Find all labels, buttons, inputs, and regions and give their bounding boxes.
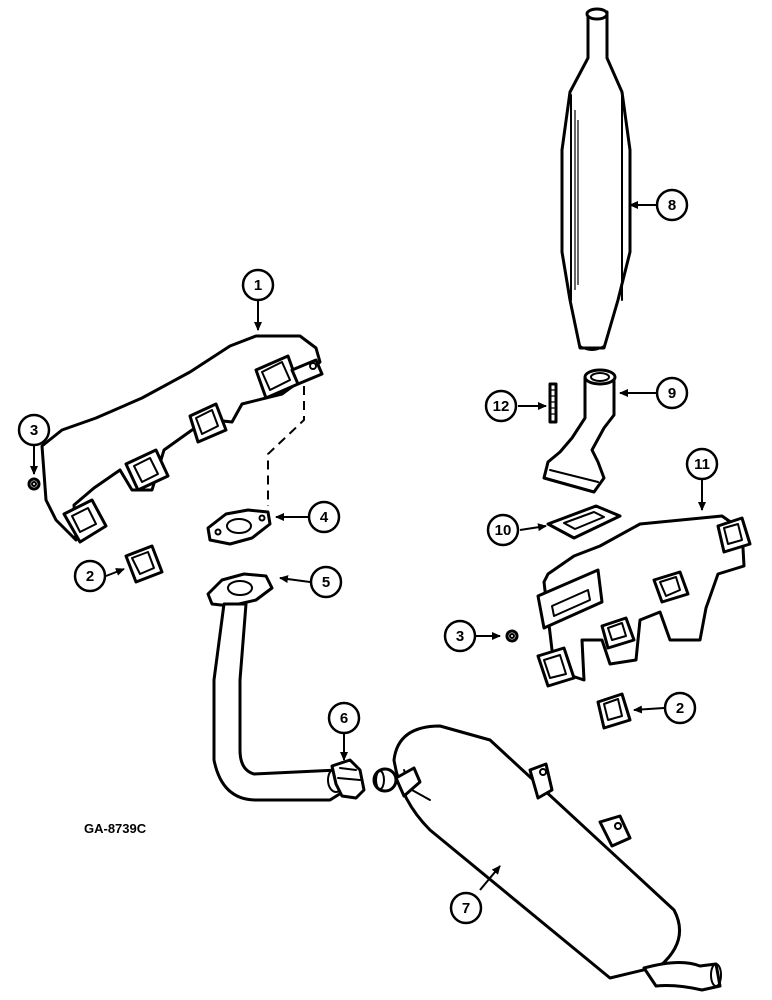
adapter-gasket (546, 504, 622, 540)
stud (548, 382, 558, 424)
callout-4: 4 (307, 500, 341, 534)
callout-label: 1 (254, 277, 262, 294)
callout-label: 11 (694, 456, 710, 473)
callout-label: 7 (462, 900, 470, 917)
nut-right (505, 629, 519, 643)
figure-reference: GA-8739C (84, 821, 147, 836)
callout-label: 10 (495, 522, 512, 539)
callout-label: 3 (30, 422, 38, 439)
callout-label: 3 (456, 628, 464, 645)
exhaust-manifold-left (40, 334, 324, 544)
elbow-adapter (542, 368, 617, 494)
port-gasket-left (124, 544, 164, 584)
callout-10: 10 (486, 513, 520, 547)
exhaust-pipe (206, 572, 348, 802)
callout-6: 6 (327, 701, 361, 735)
muffler (392, 724, 722, 992)
callout-9: 9 (655, 376, 689, 410)
nut-left (27, 477, 41, 491)
callout-label: 8 (668, 197, 676, 214)
callout-label: 4 (320, 509, 329, 526)
clamp (330, 758, 398, 800)
callout-11: 11 (685, 447, 719, 481)
alignment-line (267, 386, 305, 506)
callout-3-right: 3 (443, 619, 477, 653)
flange-gasket (206, 508, 272, 546)
port-gasket-right (596, 692, 632, 730)
callout-label: 2 (676, 700, 684, 717)
callout-7: 7 (449, 891, 483, 925)
callout-label: 2 (86, 568, 94, 585)
callout-label: 12 (493, 398, 510, 415)
callout-label: 5 (322, 574, 330, 591)
callout-2-left: 2 (73, 559, 107, 593)
callout-label: 6 (340, 710, 348, 727)
callout-12: 12 (484, 389, 518, 423)
callout-2-right: 2 (663, 691, 697, 725)
callout-label: 9 (668, 385, 676, 402)
leaders (30, 201, 706, 891)
callout-5: 5 (309, 565, 343, 599)
callout-3-left: 3 (17, 413, 51, 447)
callout-1: 1 (241, 268, 275, 302)
exhaust-manifold-right (536, 514, 752, 688)
callout-8: 8 (655, 188, 689, 222)
vertical-muffler (560, 7, 632, 351)
